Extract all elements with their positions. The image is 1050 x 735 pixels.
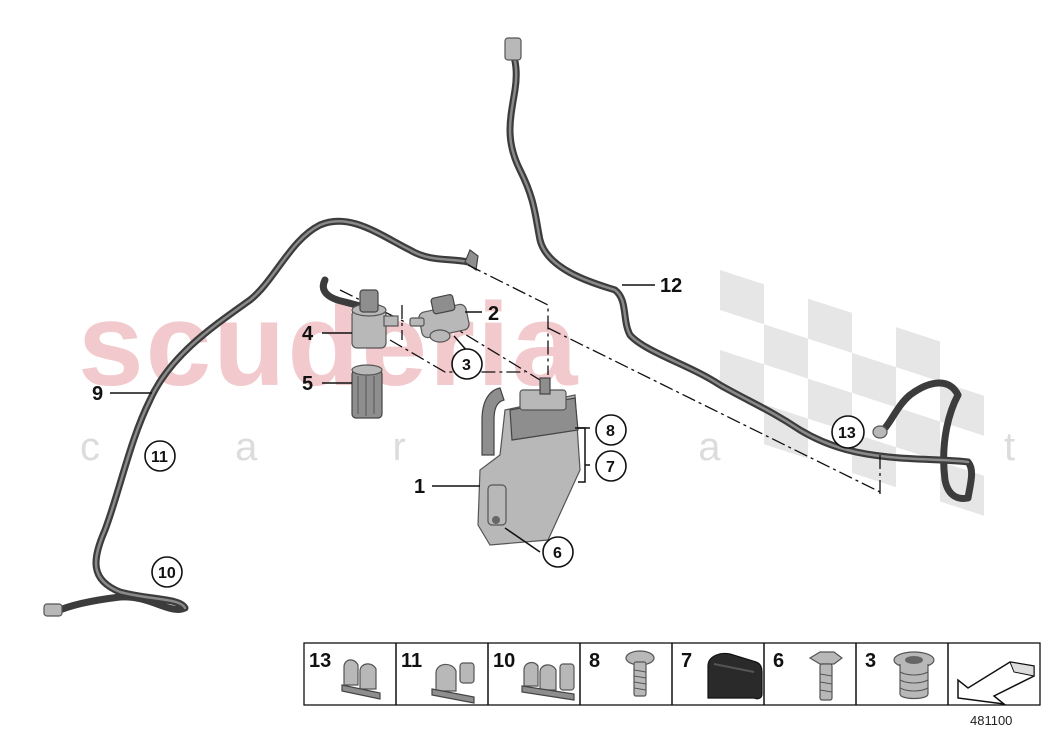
- direction-arrow-icon: [957, 661, 1035, 706]
- legend-num-7: 7: [681, 650, 692, 672]
- parts-legend: 13 11 10 8 7: [303, 642, 1041, 706]
- callout-7-circle: [595, 450, 627, 482]
- pipe-12-end: [872, 425, 888, 439]
- part-5-filter: [351, 364, 383, 419]
- callout-8: 8: [606, 423, 615, 440]
- callout-12: 12: [660, 275, 682, 297]
- checkered-flag-icon: [720, 270, 984, 516]
- legend-num-3: 3: [865, 650, 876, 672]
- clip-triple-icon: [521, 661, 575, 701]
- callout-8-circle: [595, 414, 627, 446]
- clip-single-icon: [431, 662, 475, 704]
- watermark-brand: scuderia: [78, 279, 579, 411]
- legend-num-11: 11: [401, 650, 422, 672]
- part-1-charcoal-canister: [477, 377, 581, 546]
- diagram-number: 481100: [970, 713, 1012, 728]
- pipe-9-connector: [43, 603, 63, 617]
- legend-num-8: 8: [589, 650, 600, 672]
- callout-10: 10: [158, 565, 176, 582]
- clip-double-icon: [341, 659, 381, 700]
- callout-4: 4: [302, 323, 314, 345]
- part-4-valve: [319, 276, 399, 349]
- pipe-9: [43, 217, 479, 617]
- part-2-solenoid-valve: [409, 294, 470, 343]
- callout-2: 2: [488, 303, 499, 325]
- callout-9: 9: [92, 383, 103, 405]
- callout-6-circle: [542, 536, 574, 568]
- callout-13-circle: [831, 415, 865, 449]
- legend-num-10: 10: [493, 650, 515, 672]
- callout-3-circle: [451, 348, 483, 380]
- callout-13: 13: [838, 425, 856, 442]
- leader-lines: [110, 284, 655, 553]
- callout-7: 7: [606, 459, 615, 476]
- callout-3: 3: [462, 357, 471, 374]
- callout-10-circle: [151, 556, 183, 588]
- callout-6: 6: [553, 545, 562, 562]
- rubber-cap-icon: [707, 652, 763, 700]
- callout-11: 11: [151, 449, 168, 466]
- callout-11-circle: [144, 440, 176, 472]
- legend-num-13: 13: [309, 650, 331, 672]
- callouts: 1 2 3 4 5 6 7 8 9 10 11 12 13: [92, 275, 865, 588]
- hex-bolt-icon: [808, 651, 843, 701]
- grommet-icon: [893, 651, 935, 700]
- callout-1: 1: [414, 476, 425, 498]
- pipe-12: [504, 37, 976, 502]
- legend-num-6: 6: [773, 650, 784, 672]
- pipe-12-connector: [504, 37, 522, 61]
- callout-5: 5: [302, 373, 313, 395]
- torx-bolt-icon: [625, 650, 655, 697]
